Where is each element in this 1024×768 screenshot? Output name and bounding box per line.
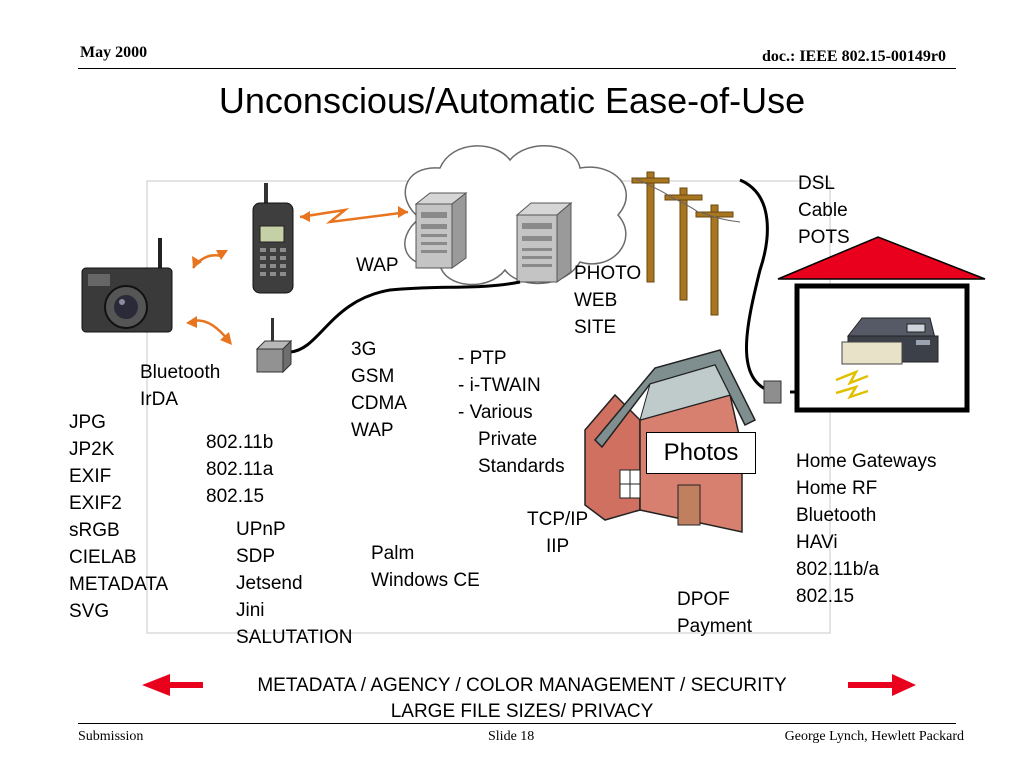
footer-author: George Lynch, Hewlett Packard	[784, 729, 964, 744]
cable-line	[289, 280, 521, 354]
wireless-link-icon	[299, 208, 409, 224]
slide-title: Unconscious/Automatic Ease-of-Use	[218, 80, 806, 121]
photo-server-icon	[515, 201, 573, 283]
footer-submission: Submission	[78, 729, 144, 744]
wireless-signal-icon	[835, 384, 869, 400]
mobile-phone-icon	[252, 183, 294, 294]
access-point-icon	[255, 318, 293, 374]
wall-jack-icon	[763, 380, 782, 404]
wap-label: WAP	[356, 255, 399, 276]
header-rule	[78, 68, 956, 69]
house-icon	[584, 349, 757, 533]
bidirectional-arrow-icon	[142, 674, 916, 696]
footer-slide-number: Slide 18	[488, 729, 535, 744]
header-date: May 2000	[80, 44, 148, 61]
cable-line	[739, 178, 773, 394]
wireless-signal-icon	[835, 369, 869, 386]
printer-icon	[841, 317, 939, 365]
banner-line-2: LARGE FILE SIZES/ PRIVACY	[390, 701, 654, 722]
banner-line-1: METADATA / AGENCY / COLOR MANAGEMENT / S…	[257, 675, 787, 696]
utility-poles-icon	[631, 171, 741, 316]
wap-server-icon	[414, 191, 468, 269]
digital-camera-icon	[81, 238, 173, 333]
home-roof-icon	[777, 236, 986, 280]
header-doc-id: doc.: IEEE 802.15-00149r0	[762, 48, 946, 65]
photos-callout: Photos	[646, 432, 756, 474]
footer-rule	[78, 723, 956, 724]
